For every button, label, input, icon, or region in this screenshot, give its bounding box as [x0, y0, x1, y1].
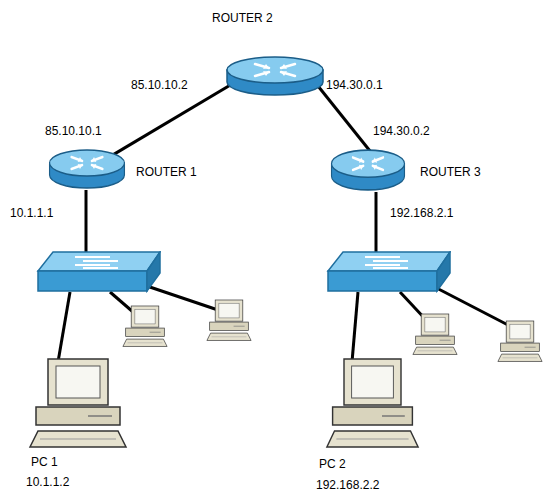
pc-name: PC 1 [30, 455, 59, 469]
router-node: ROUTER 2 [225, 55, 325, 97]
interface-ip: 10.1.1.1 [9, 206, 54, 220]
link-line [110, 82, 235, 156]
interface-ip: 192.168.2.1 [389, 206, 454, 220]
pc-node: PC 110.1.1.2 [28, 355, 128, 450]
router-symbol [225, 55, 325, 97]
ip-address: 192.168.2.2 [315, 478, 380, 492]
interface-ip: 194.30.0.2 [372, 124, 431, 138]
router-name: ROUTER 2 [211, 11, 274, 25]
link-line [315, 82, 372, 153]
pc-symbol [325, 355, 420, 450]
router-name: ROUTER 3 [419, 165, 482, 179]
interface-ip: 85.10.10.1 [44, 124, 103, 138]
router-symbol [48, 148, 126, 190]
router-symbol [330, 148, 406, 192]
router-node: ROUTER 3 [330, 148, 406, 192]
ip-address: 10.1.1.2 [25, 475, 70, 489]
router-name: ROUTER 1 [135, 165, 198, 179]
network-link [315, 82, 372, 153]
pc-name: PC 2 [318, 457, 347, 471]
pc-node: PC 2192.168.2.2 [325, 355, 420, 450]
interface-ip: 194.30.0.1 [325, 78, 384, 92]
pc-symbol [28, 355, 128, 450]
network-link [110, 82, 235, 156]
interface-ip: 85.10.10.2 [130, 78, 189, 92]
router-node: ROUTER 1 [48, 148, 126, 190]
